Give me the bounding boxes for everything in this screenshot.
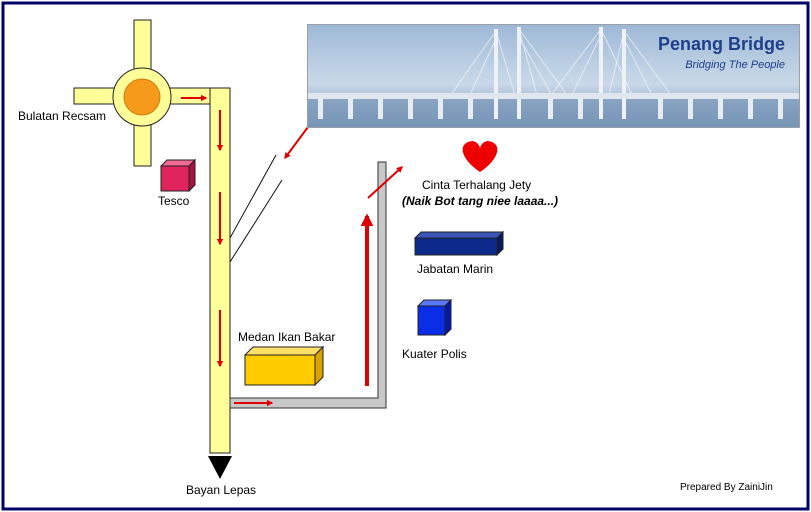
- credit-text: Prepared By ZainiJin: [680, 482, 773, 493]
- heart-icon: [462, 141, 498, 172]
- label-marine: Jabatan Marin: [417, 262, 494, 276]
- bridge-line-2: [229, 179, 283, 263]
- yellow-box-icon: [243, 345, 325, 387]
- banner-subtitle: Bridging The People: [685, 59, 785, 71]
- magenta-box-icon: [159, 158, 197, 193]
- label-police: Kuater Polis: [402, 347, 467, 361]
- label-jetty: Cinta Terhalang Jety: [422, 178, 532, 192]
- road-east: [165, 87, 212, 105]
- label-tesco: Tesco: [158, 194, 190, 208]
- label-jetty-note: (Naik Bot tang niee laaaa...): [402, 194, 559, 208]
- route-arrow-bridge: [284, 126, 309, 160]
- route-arrow-jetty: [367, 166, 403, 199]
- main-road: [209, 87, 231, 454]
- penang-bridge-banner: Penang Bridge Bridging The People: [307, 24, 800, 128]
- bridge-line-1: [229, 154, 277, 239]
- down-arrow-icon: [208, 456, 232, 479]
- side-road: [229, 161, 387, 409]
- bridge-illustration: [308, 27, 799, 127]
- label-roundabout: Bulatan Recsam: [18, 109, 107, 123]
- label-destination: Bayan Lepas: [186, 483, 257, 497]
- blue-box-icon: [416, 298, 453, 337]
- label-grill: Medan Ikan Bakar: [238, 330, 336, 344]
- roundabout-center: [123, 78, 161, 116]
- banner-title: Penang Bridge: [657, 34, 785, 54]
- navy-box-icon: [413, 230, 505, 257]
